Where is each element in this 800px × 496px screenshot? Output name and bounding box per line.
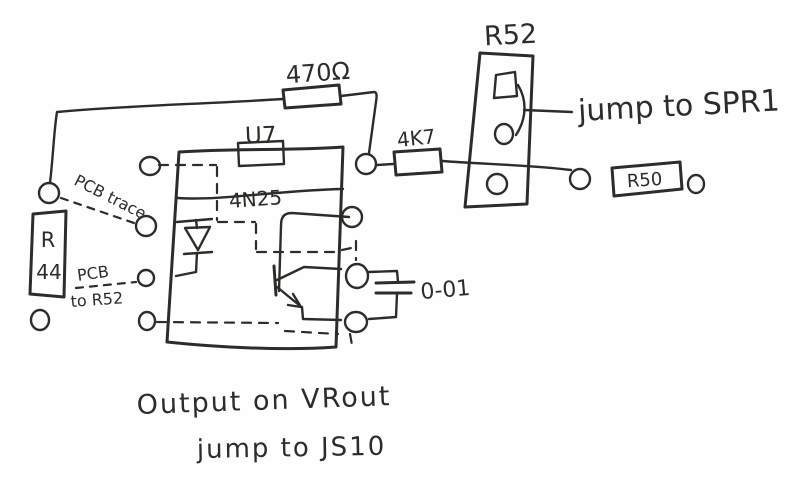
connector-r52: R52 jump to SPR1 <box>463 19 781 209</box>
capacitor-plate <box>374 280 416 285</box>
resistor-r44: R 44 <box>28 209 68 332</box>
to-r52-label: to R52 <box>70 288 124 311</box>
led-anode-stub <box>175 217 214 224</box>
pad-circle <box>686 173 706 195</box>
emitter-wire <box>300 305 343 322</box>
resistor-470-label: 470Ω <box>285 57 351 89</box>
resistor-body <box>28 209 68 299</box>
dashed-trace-bottom <box>155 320 354 347</box>
wire <box>48 97 285 185</box>
dashed-trace-line <box>74 280 138 290</box>
resistor-470: 470Ω <box>281 57 378 155</box>
transistor-emitter <box>275 285 301 307</box>
r44-ref-label: R <box>41 228 56 252</box>
pcb-trace-label: PCB trace <box>71 171 149 223</box>
phototransistor-symbol <box>272 211 351 322</box>
led-triangle <box>183 225 212 252</box>
bottom-note: Output on VRout jump to JS10 <box>136 381 392 465</box>
r44-value-label: 44 <box>36 260 61 284</box>
pad-circle <box>137 310 157 332</box>
r52-ref-label: R52 <box>483 19 538 53</box>
resistor-body <box>281 83 343 110</box>
transistor-base-bar <box>272 264 278 297</box>
optocoupler-u7: U7 4N25 <box>134 122 378 351</box>
pcb-trace-annotation: PCB trace <box>59 171 149 225</box>
callout-line <box>522 108 574 114</box>
pad-circle <box>344 262 370 290</box>
transistor-collector <box>275 265 343 282</box>
pcb-label: PCB <box>76 262 110 285</box>
pad-circle <box>136 268 156 288</box>
resistor-body <box>610 160 684 198</box>
jump-spr1-annotation: jump to SPR1 <box>576 83 780 129</box>
pad-circle <box>343 310 369 334</box>
led-symbol <box>174 217 214 278</box>
pad-circle <box>354 152 378 176</box>
dashed-trace-top <box>157 163 358 262</box>
wire <box>339 90 378 155</box>
top-feed-wire <box>37 97 285 205</box>
pad-circle <box>134 214 158 238</box>
resistor-body <box>392 147 444 177</box>
capacitor-value-label: 0-01 <box>419 276 471 305</box>
pad-circle <box>493 122 515 146</box>
pad-circle <box>37 181 61 205</box>
collector-feed-wire <box>277 211 351 293</box>
pad-circle <box>568 167 592 191</box>
led-cathode-stub <box>174 251 199 278</box>
note-line-1: Output on VRout <box>136 381 392 421</box>
u7-ref-label: U7 <box>245 122 277 149</box>
dashed-segment <box>348 332 354 347</box>
wire <box>440 159 573 172</box>
pad-circle <box>485 172 509 196</box>
resistor-r50: R50 <box>610 160 706 198</box>
note-line-2: jump to JS10 <box>196 432 387 465</box>
pad-circle <box>340 205 364 229</box>
r50-ref-label: R50 <box>626 169 663 192</box>
pcb-to-r52-annotation: PCB to R52 <box>70 262 138 311</box>
pad-circle <box>138 155 162 177</box>
dashed-segment <box>340 245 358 252</box>
square-pad <box>492 70 519 100</box>
capacitor-001: 0-01 <box>366 269 471 321</box>
resistor-4k7-label: 4K7 <box>396 124 437 152</box>
wire <box>375 162 395 167</box>
wire <box>366 269 400 284</box>
dashed-segment <box>155 320 280 325</box>
wire <box>367 292 399 321</box>
inner-divider-line <box>176 187 345 200</box>
notch-rect <box>236 139 286 168</box>
dashed-segment <box>283 329 340 336</box>
resistor-4k7: 4K7 <box>375 124 592 191</box>
connector-outline <box>463 51 535 209</box>
pad-circle <box>29 308 51 332</box>
part-number-label: 4N25 <box>228 185 283 213</box>
